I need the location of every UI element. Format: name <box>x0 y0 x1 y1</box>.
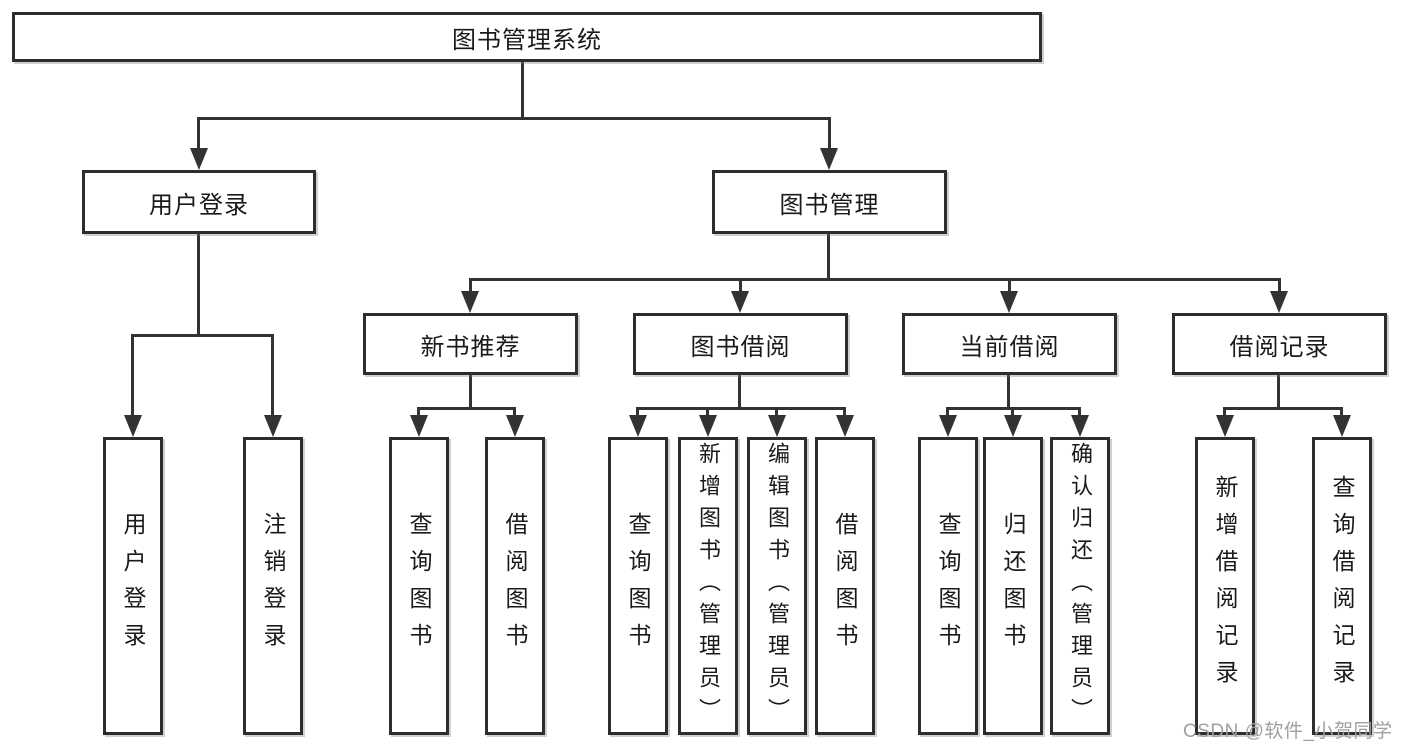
node-records: 借阅记录 <box>1172 313 1387 375</box>
arrow-down-icon <box>410 415 428 437</box>
leaf-label: 新增借阅记录 <box>1212 475 1238 697</box>
connector-leg <box>1078 407 1081 417</box>
node-borrowing: 图书借阅 <box>633 313 848 375</box>
connector-leg-borrowing <box>739 278 742 293</box>
arrow-down-icon <box>1333 415 1351 437</box>
leaf-edit-books-admin: 编辑图书（管理员） <box>747 437 807 735</box>
connector-leg <box>1340 407 1343 417</box>
arrow-down-icon <box>190 148 208 170</box>
leaf-label: 确认归还（管理员） <box>1068 442 1093 730</box>
leaf-label: 编辑图书（管理员） <box>765 442 790 730</box>
connector-records-drop <box>1277 375 1280 409</box>
leaf-label: 查询图书 <box>406 512 432 660</box>
arrow-down-icon <box>836 415 854 437</box>
arrow-down-icon <box>768 415 786 437</box>
connector-leg-new-books <box>469 278 472 293</box>
connector-user-login-drop <box>197 234 200 334</box>
connector-leg <box>513 407 516 417</box>
leaf-confirm-return-admin: 确认归还（管理员） <box>1050 437 1110 735</box>
connector-leg <box>1011 407 1014 417</box>
connector-leg <box>706 407 709 417</box>
arrow-down-icon <box>1071 415 1089 437</box>
node-user-login: 用户登录 <box>82 170 316 234</box>
leaf-label: 借阅图书 <box>502 512 528 660</box>
connector-current-drop <box>1007 375 1010 409</box>
arrow-down-icon <box>1004 415 1022 437</box>
node-new-books: 新书推荐 <box>363 313 578 375</box>
leaf-label: 查询图书 <box>625 512 651 660</box>
connector-new-books-drop <box>469 375 472 409</box>
arrow-down-icon <box>629 415 647 437</box>
leaf-label: 归还图书 <box>1000 512 1026 660</box>
connector-book-mgmt-drop <box>827 234 830 278</box>
leaf-label: 借阅图书 <box>832 512 858 660</box>
connector-leg-records <box>1278 278 1281 293</box>
arrow-down-icon <box>264 415 282 437</box>
connector-level2-bar <box>198 117 831 120</box>
node-borrowing-label: 图书借阅 <box>690 333 791 361</box>
arrow-down-icon <box>1216 415 1234 437</box>
connector-leg <box>636 407 639 417</box>
arrow-down-icon <box>461 291 479 313</box>
leaf-query-books-1: 查询图书 <box>389 437 449 735</box>
arrow-down-icon <box>1270 291 1288 313</box>
node-current-label: 当前借阅 <box>959 333 1060 361</box>
arrow-down-icon <box>820 148 838 170</box>
connector-leg <box>417 407 420 417</box>
connector-leg-book-mgmt <box>828 117 831 152</box>
leaf-query-borrow-record: 查询借阅记录 <box>1312 437 1372 735</box>
node-book-mgmt: 图书管理 <box>712 170 947 234</box>
node-current: 当前借阅 <box>902 313 1117 375</box>
node-root: 图书管理系统 <box>12 12 1042 62</box>
connector-borrowing-bar <box>636 407 845 410</box>
connector-root-drop <box>521 62 524 117</box>
leaf-logout: 注销登录 <box>243 437 303 735</box>
connector-leg <box>1223 407 1226 417</box>
node-new-books-label: 新书推荐 <box>420 333 521 361</box>
connector-leg-current <box>1008 278 1011 293</box>
leaf-borrow-books-1: 借阅图书 <box>485 437 545 735</box>
arrow-down-icon <box>124 415 142 437</box>
leaf-borrow-books-2: 借阅图书 <box>815 437 875 735</box>
leaf-label: 用户登录 <box>120 512 146 660</box>
node-user-login-label: 用户登录 <box>149 191 249 219</box>
connector-leg <box>271 334 274 417</box>
csdn-watermark: CSDN @软件_小贺同学 <box>1183 721 1393 742</box>
leaf-user-login: 用户登录 <box>103 437 163 735</box>
connector-leg <box>946 407 949 417</box>
connector-leg-user-login <box>197 117 200 152</box>
leaf-label: 注销登录 <box>260 512 286 660</box>
leaf-return-books: 归还图书 <box>983 437 1043 735</box>
leaf-add-borrow-record: 新增借阅记录 <box>1195 437 1255 735</box>
leaf-query-books-3: 查询图书 <box>918 437 978 735</box>
leaf-label: 新增图书（管理员） <box>696 442 721 730</box>
node-root-label: 图书管理系统 <box>452 26 602 54</box>
leaf-label: 查询借阅记录 <box>1329 475 1355 697</box>
arrow-down-icon <box>731 291 749 313</box>
connector-level3-bar <box>469 278 1281 281</box>
connector-borrowing-drop <box>738 375 741 409</box>
arrow-down-icon <box>699 415 717 437</box>
connector-leg <box>775 407 778 417</box>
connector-user-login-bar <box>131 334 273 337</box>
leaf-query-books-2: 查询图书 <box>608 437 668 735</box>
node-records-label: 借阅记录 <box>1229 333 1330 361</box>
node-book-mgmt-label: 图书管理 <box>779 191 880 219</box>
connector-records-bar <box>1223 407 1342 410</box>
leaf-label: 查询图书 <box>935 512 961 660</box>
arrow-down-icon <box>506 415 524 437</box>
arrow-down-icon <box>939 415 957 437</box>
connector-leg <box>843 407 846 417</box>
connector-leg <box>131 334 134 417</box>
leaf-add-books-admin: 新增图书（管理员） <box>678 437 738 735</box>
connector-new-books-bar <box>417 407 516 410</box>
arrow-down-icon <box>1000 291 1018 313</box>
